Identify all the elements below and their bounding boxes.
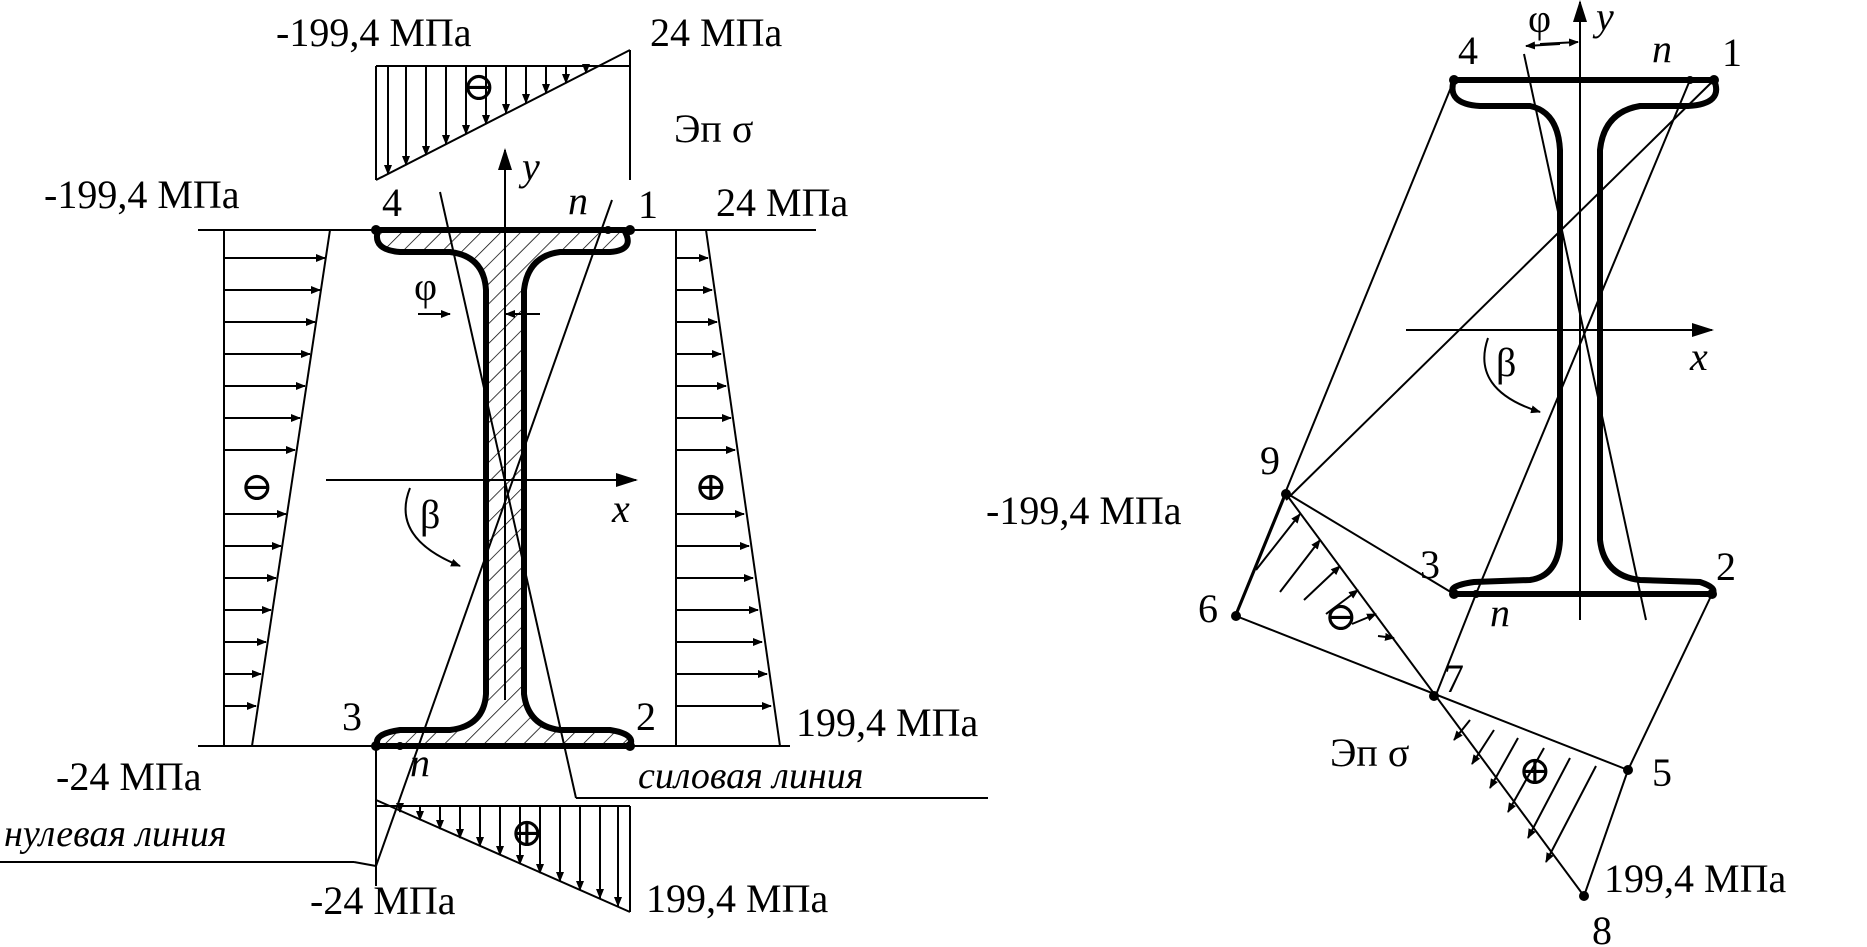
right-epure-title: Эп σ xyxy=(1330,730,1409,775)
left-point-4: 4 xyxy=(382,180,402,225)
right-epure-sign-pos: ⊕ xyxy=(1518,748,1552,793)
right-neutral-mark-top: n xyxy=(1652,26,1672,71)
right-epure-sign: ⊕ xyxy=(694,464,728,509)
right-angles: φ β xyxy=(1483,0,1579,414)
top-epure-title: Эп σ xyxy=(674,106,753,151)
left-epure-arrows xyxy=(224,254,326,710)
right-epure-arrows xyxy=(1255,513,1597,863)
bottom-epure-arrows xyxy=(396,803,622,907)
top-epure-arrows xyxy=(384,64,590,175)
right-angle-phi: φ xyxy=(1528,0,1551,41)
right-epure-value-max: 199,4 МПа xyxy=(1604,856,1786,901)
right-epure-value-top: 24 МПа xyxy=(716,180,848,225)
left-axis-x-label: x xyxy=(611,486,630,531)
right-epure: 9 6 7 5 8 -199,4 МПа 199,4 МПа Эп σ ⊖ ⊕ xyxy=(986,438,1786,947)
right-point-2: 2 xyxy=(1716,544,1736,589)
left-diagram: -199,4 МПа 24 МПа Эп σ ⊖ xyxy=(0,10,988,923)
left-point-3: 3 xyxy=(342,694,362,739)
right-epure-sign-neg: ⊖ xyxy=(1324,594,1358,639)
bottom-epure: -24 МПа 199,4 МПа ⊕ xyxy=(310,746,828,923)
epure-point-6: 6 xyxy=(1198,586,1218,631)
right-point-1: 1 xyxy=(1722,30,1742,75)
epure-point-9: 9 xyxy=(1260,438,1280,483)
epure-point-8: 8 xyxy=(1592,908,1612,947)
left-epure-sign: ⊖ xyxy=(240,464,274,509)
force-line-label: силовая линия xyxy=(638,755,863,797)
right-axis-x-label: x xyxy=(1689,334,1708,379)
right-diagram: y x φ β 4 1 3 2 n n xyxy=(986,0,1786,947)
top-epure-value-right: 24 МПа xyxy=(650,10,782,55)
left-axis-y-label: y xyxy=(518,144,540,189)
left-epure: -199,4 МПа -24 МПа ⊖ xyxy=(44,172,331,799)
left-angles: φ β xyxy=(404,264,540,567)
left-neutral-mark-bottom: n xyxy=(410,740,430,785)
force-line-left xyxy=(439,191,577,799)
right-epure: 24 МПа 199,4 МПа ⊕ xyxy=(675,180,978,747)
left-epure-value-top: -199,4 МПа xyxy=(44,172,240,217)
left-angle-phi: φ xyxy=(414,264,437,309)
neutral-line-leader xyxy=(353,861,377,867)
force-line-right xyxy=(1523,53,1647,621)
right-angle-beta: β xyxy=(1496,340,1516,385)
epure-point-7: 7 xyxy=(1444,656,1464,701)
right-epure-arrows xyxy=(676,254,772,710)
neutral-line-label: нулевая линия xyxy=(4,813,227,855)
left-neutral-mark-top: n xyxy=(568,178,588,223)
right-axis-y-label: y xyxy=(1592,0,1614,39)
bottom-epure-value-right: 199,4 МПа xyxy=(646,876,828,921)
bottom-epure-sign: ⊕ xyxy=(510,810,544,855)
bottom-epure-value-left: -24 МПа xyxy=(310,878,456,923)
left-point-2: 2 xyxy=(636,694,656,739)
right-epure-value-bottom: 199,4 МПа xyxy=(796,700,978,745)
neutral-line-right xyxy=(1475,79,1691,595)
right-epure-value-min: -199,4 МПа xyxy=(986,488,1182,533)
right-point-4: 4 xyxy=(1458,28,1478,73)
top-epure-value-left: -199,4 МПа xyxy=(276,10,472,55)
neutral-line-left xyxy=(375,199,613,867)
left-epure-value-bottom: -24 МПа xyxy=(56,754,202,799)
epure-point-5: 5 xyxy=(1652,750,1672,795)
left-angle-beta: β xyxy=(420,492,440,537)
top-epure: -199,4 МПа 24 МПа Эп σ ⊖ xyxy=(276,10,782,181)
right-neutral-mark-bottom: n xyxy=(1490,590,1510,635)
right-axes: y x xyxy=(1406,0,1714,620)
left-point-1: 1 xyxy=(638,182,658,227)
right-projection-lines xyxy=(1233,79,1715,771)
left-axes: y x xyxy=(326,144,638,700)
top-epure-sign: ⊖ xyxy=(462,64,496,109)
